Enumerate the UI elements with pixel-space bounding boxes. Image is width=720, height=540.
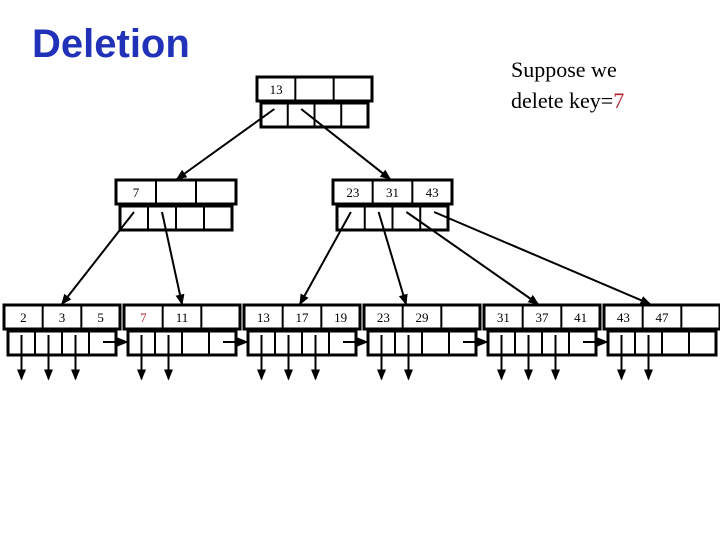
slide-title: Deletion [32, 22, 190, 66]
tree-node-leaf-6: 43 47 [602, 303, 720, 381]
child-pointer-arrow-root-to-int-left [175, 108, 275, 180]
tree-node-root: 13 [255, 75, 374, 129]
node-key-value: 2 [20, 310, 27, 325]
tree-node-leaf-2: 7 11 [122, 303, 242, 381]
node-key-value: 7 [140, 310, 147, 325]
annotation-line1: Suppose we [511, 57, 617, 82]
node-key-value: 3 [59, 310, 66, 325]
child-pointer-arrow-int-left-to-leaf-2 [161, 211, 185, 306]
node-key-value: 37 [536, 310, 550, 325]
child-pointer-arrow-int-right-to-leaf-3 [299, 211, 352, 306]
tree-node-leaf-5: 31 37 41 [482, 303, 602, 381]
node-key-value: 5 [97, 310, 104, 325]
child-pointer-arrow-root-to-int-right [300, 108, 392, 180]
child-pointer-arrow-int-left-to-leaf-1 [61, 211, 135, 306]
key-row [362, 303, 482, 331]
node-key-value: 29 [416, 310, 429, 325]
key-row [331, 178, 454, 206]
node-key-value: 19 [334, 310, 347, 325]
annotation-highlight-key: 7 [613, 88, 625, 113]
annotation-line2: delete key=7 [511, 85, 624, 116]
key-row [482, 303, 602, 331]
node-key-value: 13 [257, 310, 270, 325]
child-pointer-arrow-int-right-to-leaf-6 [433, 211, 652, 305]
annotation-text: Suppose we delete key=7 [511, 54, 624, 116]
node-key-value: 13 [270, 82, 283, 97]
node-key-value: 17 [296, 310, 310, 325]
node-key-value: 23 [377, 310, 390, 325]
node-key-value: 23 [346, 185, 359, 200]
key-row [255, 75, 374, 103]
tree-node-int-left: 7 [114, 178, 238, 232]
key-row [114, 178, 238, 206]
child-pointer-arrow-int-right-to-leaf-5 [405, 211, 540, 305]
tree-node-leaf-1: 2 3 5 [2, 303, 122, 381]
tree-node-leaf-3: 13 17 19 [242, 303, 362, 381]
child-pointer-arrow-int-right-to-leaf-4 [377, 211, 408, 306]
node-key-value: 43 [617, 310, 630, 325]
key-row [2, 303, 122, 331]
tree-node-leaf-4: 23 29 [362, 303, 482, 381]
node-key-value: 11 [176, 310, 189, 325]
node-key-value: 31 [497, 310, 510, 325]
node-key-value: 7 [133, 185, 140, 200]
annotation-line2-prefix: delete key= [511, 88, 614, 113]
node-key-value: 47 [656, 310, 670, 325]
tree-node-int-right: 23 31 43 [331, 178, 454, 232]
node-key-value: 31 [386, 185, 399, 200]
node-key-value: 43 [426, 185, 439, 200]
node-key-value: 41 [574, 310, 587, 325]
key-row [242, 303, 362, 331]
key-row [602, 303, 720, 331]
